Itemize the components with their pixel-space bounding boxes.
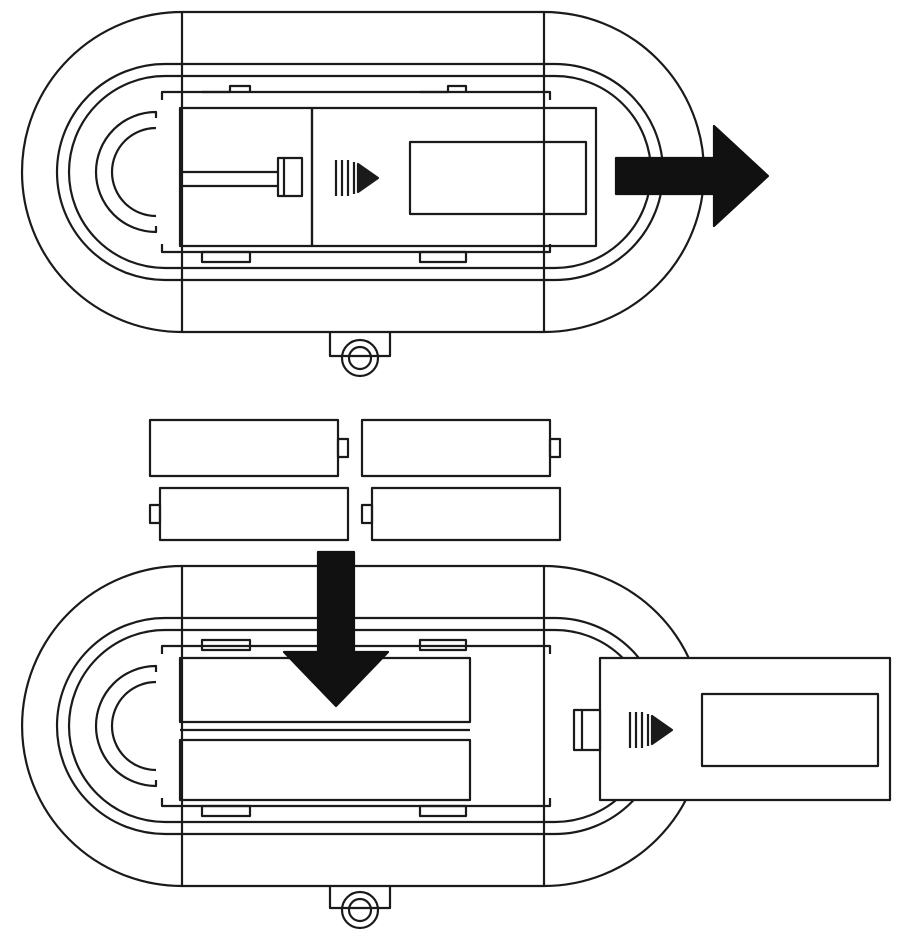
down-arrow-icon: [282, 550, 390, 708]
inner-channel-inner: [67, 74, 653, 270]
slide-direction-icon: [334, 160, 380, 196]
battery-icon: [148, 486, 350, 542]
wheel-hub: [347, 345, 373, 371]
right-arrow-icon: [614, 124, 770, 228]
battery-icon: [148, 418, 350, 478]
cover-panel: [598, 656, 892, 802]
cover-label-window: [408, 140, 588, 216]
wheel-icon: [340, 890, 380, 930]
slide-direction-icon: [628, 712, 674, 748]
left-cradle: [94, 110, 158, 234]
inner-channel-outer: [55, 62, 665, 282]
bottom-tab-right: [418, 250, 468, 264]
battery-cover: [572, 656, 892, 802]
left-cradle-inner: [110, 680, 157, 772]
device-housing: [20, 10, 706, 378]
installed-batteries: [178, 656, 472, 802]
bottom-tab-left: [200, 804, 252, 818]
bottom-tab-left: [200, 250, 252, 264]
wheel-icon: [340, 338, 380, 378]
cover-label-window: [700, 692, 880, 768]
top-tab-left: [202, 84, 252, 94]
inner-channel-outer: [55, 616, 665, 836]
battery-icon: [360, 418, 562, 478]
battery-cover: [310, 106, 598, 248]
top-tab-left: [200, 638, 252, 652]
bay-frame: [178, 106, 314, 248]
top-tab-right: [420, 84, 468, 94]
wheel-mount: [328, 332, 392, 358]
cover-latch: [276, 156, 304, 198]
bottom-tab-right: [418, 804, 468, 818]
cover-panel: [310, 106, 598, 248]
left-cradle: [94, 664, 158, 788]
wheel-hub: [347, 897, 373, 923]
step-2-insert-batteries: [20, 550, 892, 930]
left-cradle-inner: [110, 126, 157, 218]
compartment-recess: [160, 90, 552, 254]
battery-bay: [178, 106, 314, 248]
wheel-mount: [328, 886, 392, 910]
step-1-remove-cover: [20, 10, 770, 378]
loose-batteries: [148, 418, 562, 542]
battery-icon: [360, 486, 562, 542]
battery-icon: [178, 738, 472, 802]
compartment-recess: [160, 644, 552, 808]
cover-latch: [572, 708, 602, 752]
top-tab-right: [418, 638, 468, 652]
